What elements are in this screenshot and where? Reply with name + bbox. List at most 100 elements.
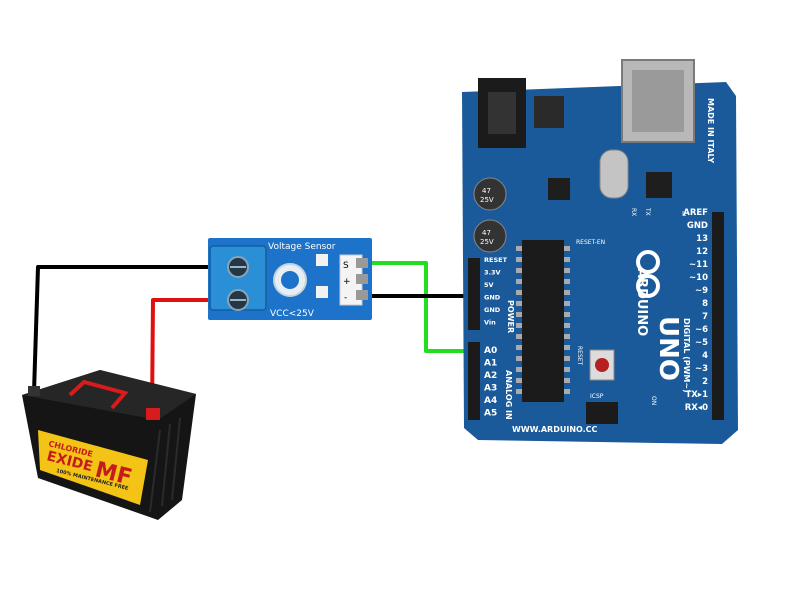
sensor-pin-minus: -	[344, 293, 347, 303]
atmega-pin-right-0	[564, 246, 570, 251]
label-digital-header: DIGITAL (PWM~)	[682, 318, 691, 393]
digital-pin-label-1: GND	[687, 221, 708, 231]
atmega-pin-left-10	[516, 356, 522, 361]
atmega-pin-left-9	[516, 345, 522, 350]
black-wire-battery-to-sensor	[32, 265, 238, 393]
capacitor-1-voltage: 25V	[480, 196, 494, 204]
digital-pin-label-8: 7	[702, 312, 708, 322]
capacitor-1-label: 47	[482, 187, 491, 195]
digital-pin-label-11: 4	[702, 351, 708, 361]
power-pin-label-1: 3.3V	[484, 269, 501, 277]
small-ic-1	[548, 178, 570, 200]
label-reset-en: RESET-EN	[576, 239, 605, 246]
atmega-pin-left-2	[516, 268, 522, 273]
atmega-pin-left-6	[516, 312, 522, 317]
power-pin-label-2: 5V	[484, 281, 494, 289]
digital-pin-label-3: 12	[696, 247, 708, 257]
arduino-model: UNO	[653, 316, 683, 381]
sensor-pin-plus: +	[343, 277, 351, 287]
arduino-website: WWW.ARDUINO.CC	[512, 425, 598, 434]
atmega-pin-right-7	[564, 323, 570, 328]
battery-ribs	[149, 417, 181, 513]
digital-pin-label-14: TX▸1	[685, 390, 708, 400]
dc-jack-inner	[488, 92, 516, 134]
atmega-pin-left-11	[516, 367, 522, 372]
battery-top	[22, 370, 196, 420]
atmega-pin-right-12	[564, 378, 570, 383]
atmega-pin-right-10	[564, 356, 570, 361]
sensor-pin-s: S	[343, 261, 349, 271]
power-pin-label-3: GND	[484, 294, 501, 302]
digital-pin-label-12: ~3	[695, 364, 708, 374]
battery-label-panel	[38, 430, 148, 505]
label-rx: RX	[630, 208, 637, 216]
atmega-pin-right-13	[564, 389, 570, 394]
atmega-pin-left-3	[516, 279, 522, 284]
digital-pin-label-15: RX◂0	[685, 403, 708, 413]
resistor-1	[316, 254, 328, 266]
digital-header	[712, 212, 724, 420]
atmega-pin-left-5	[516, 301, 522, 306]
label-l: L	[682, 210, 686, 218]
label-tx: TX	[644, 207, 651, 216]
atmega-pin-right-6	[564, 312, 570, 317]
icsp-header	[586, 402, 618, 424]
arduino-uno: 47 25V 47 25V ARDUINO UNO MADE IN ITALY …	[462, 59, 738, 444]
green-wire-sensor-to-a0	[368, 261, 478, 353]
digital-pin-label-5: ~10	[689, 273, 708, 283]
label-icsp: ICSP	[590, 393, 604, 400]
atmega-pin-right-3	[564, 279, 570, 284]
made-in-italy: MADE IN ITALY	[706, 98, 715, 163]
atmega-pin-left-4	[516, 290, 522, 295]
atmega-pin-left-8	[516, 334, 522, 339]
battery-positive-terminal	[146, 408, 160, 420]
analog-pin-label-2: A2	[484, 371, 497, 381]
atmega-pin-left-1	[516, 257, 522, 262]
digital-pin-label-0: AREF	[683, 208, 708, 218]
digital-pin-label-6: ~9	[695, 286, 708, 296]
small-ic-2	[646, 172, 672, 198]
voltage-sensor: S + - Voltage Sensor VCC<25V	[208, 238, 372, 320]
digital-pin-label-10: ~5	[695, 338, 708, 348]
digital-pin-label-7: 8	[702, 299, 708, 309]
pin-plus	[356, 274, 368, 284]
digital-pin-label-2: 13	[696, 234, 708, 244]
battery-negative-terminal	[28, 386, 40, 396]
atmega-pin-right-9	[564, 345, 570, 350]
atmega-pin-right-8	[564, 334, 570, 339]
usb-inner	[632, 70, 684, 132]
capacitor-2-label: 47	[482, 229, 491, 237]
atmega-pin-left-0	[516, 246, 522, 251]
crystal	[599, 149, 629, 199]
power-pin-label-4: GND	[484, 306, 501, 314]
mounting-hole-inner	[281, 271, 299, 289]
sensor-rating: VCC<25V	[270, 309, 315, 319]
digital-pin-label-4: ~11	[689, 260, 708, 270]
analog-header	[468, 342, 480, 420]
reset-button-cap[interactable]	[595, 358, 609, 372]
capacitor-2-voltage: 25V	[480, 238, 494, 246]
power-header	[468, 258, 480, 330]
pin-minus	[356, 290, 368, 300]
analog-pin-label-5: A5	[484, 409, 497, 419]
analog-pin-label-1: A1	[484, 359, 497, 369]
analog-pin-label-3: A3	[484, 384, 497, 394]
atmega-pin-right-1	[564, 257, 570, 262]
atmega-chip	[522, 240, 564, 402]
digital-pin-label-13: 2	[702, 377, 708, 387]
atmega-pin-left-7	[516, 323, 522, 328]
label-analog-header: ANALOG IN	[504, 370, 513, 420]
capacitor-1	[473, 177, 507, 211]
voltage-regulator	[534, 96, 564, 128]
label-power-header: POWER	[506, 300, 515, 333]
capacitor-2	[473, 219, 507, 253]
label-on: ON	[650, 396, 657, 405]
atmega-pins	[516, 246, 570, 394]
atmega-pin-right-11	[564, 367, 570, 372]
battery: CHLORIDE EXIDE MF 100% MAINTENANCE FREE	[22, 370, 196, 520]
label-reset: RESET	[576, 346, 583, 366]
